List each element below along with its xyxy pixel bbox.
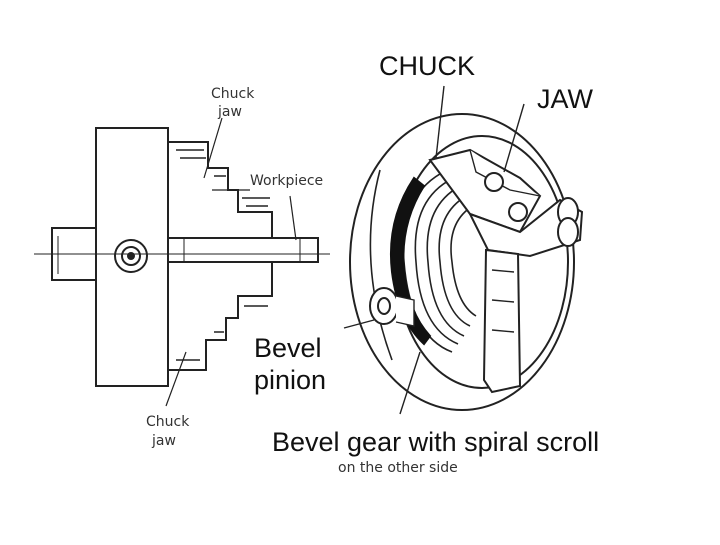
label-workpiece: Workpiece	[250, 173, 323, 189]
label-chuck-jaw-bottom-1: Chuck	[146, 414, 190, 430]
label-chuck-jaw-top-2: jaw	[217, 104, 242, 120]
right-jaw	[467, 197, 584, 258]
workpiece	[167, 237, 319, 263]
label-jaw: JAW	[537, 84, 594, 114]
lower-jaw	[482, 248, 522, 394]
label-chuck-jaw-top-1: Chuck	[211, 86, 255, 102]
label-bevel-gear: Bevel gear with spiral scroll	[272, 427, 599, 457]
label-other-side: on the other side	[338, 460, 458, 476]
label-chuck: CHUCK	[379, 51, 475, 81]
chuck-isometric-view	[343, 85, 584, 415]
bevel-pinion	[369, 287, 415, 327]
chuck-side-view	[34, 117, 330, 407]
label-bevel-pinion-2: pinion	[254, 365, 326, 395]
lower-chuck-jaw	[167, 261, 273, 371]
label-chuck-jaw-bottom-2: jaw	[151, 433, 176, 449]
label-bevel-pinion-1: Bevel	[254, 333, 322, 363]
